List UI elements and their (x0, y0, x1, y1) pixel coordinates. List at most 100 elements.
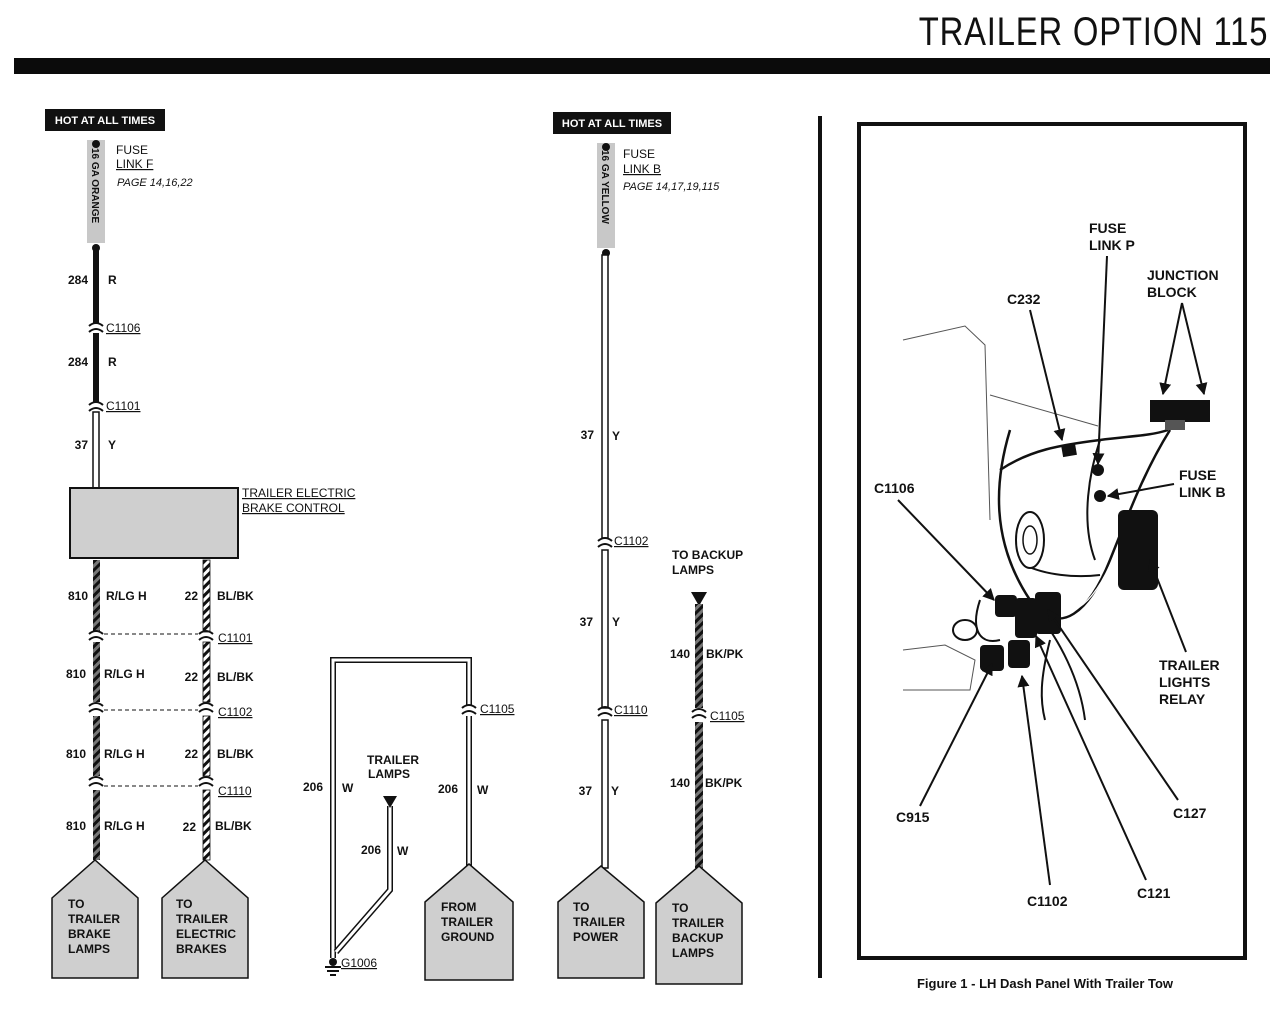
svg-text:37: 37 (75, 438, 89, 452)
svg-text:PAGE 14,16,22: PAGE 14,16,22 (117, 177, 193, 189)
svg-text:TO BACKUP: TO BACKUP (672, 548, 743, 562)
svg-text:GROUND: GROUND (441, 930, 495, 944)
svg-text:C1102: C1102 (614, 534, 649, 548)
dest-trailer-brake-lamps: TO TRAILER BRAKE LAMPS (51, 858, 139, 979)
svg-text:C232: C232 (1007, 291, 1041, 307)
svg-text:TO: TO (573, 900, 589, 914)
figure-caption: Figure 1 - LH Dash Panel With Trailer To… (917, 976, 1174, 991)
svg-text:HOT AT ALL TIMES: HOT AT ALL TIMES (562, 118, 662, 130)
svg-text:LAMPS: LAMPS (672, 563, 714, 577)
svg-text:LINK B: LINK B (623, 162, 661, 176)
svg-text:22: 22 (185, 589, 199, 603)
svg-text:R/LG H: R/LG H (104, 747, 145, 761)
section-divider (818, 116, 822, 978)
svg-text:810: 810 (66, 819, 86, 833)
fuse-link-f: 16 GA ORANGE FUSE LINK F PAGE 14,16,22 (87, 140, 193, 252)
svg-text:C1105: C1105 (480, 702, 515, 716)
ground-loop-wire (330, 657, 472, 958)
svg-text:Y: Y (108, 438, 116, 452)
svg-text:206: 206 (438, 782, 458, 796)
svg-text:C1110: C1110 (614, 703, 648, 717)
svg-text:BRAKES: BRAKES (176, 942, 227, 956)
svg-text:FUSE: FUSE (1089, 220, 1126, 236)
svg-text:LINK B: LINK B (1179, 484, 1226, 500)
wire-140 (695, 604, 703, 868)
svg-text:FUSE: FUSE (623, 147, 655, 161)
svg-text:R: R (108, 355, 117, 369)
connector-c1105-backup: C1105 (691, 708, 745, 723)
svg-text:BRAKE: BRAKE (68, 927, 111, 941)
svg-text:C1101: C1101 (218, 631, 253, 645)
page-title: TRAILER OPTION 115 (918, 10, 1268, 54)
svg-text:206: 206 (361, 843, 381, 857)
svg-text:810: 810 (68, 589, 88, 603)
svg-text:TRAILER: TRAILER (672, 916, 724, 930)
connector-c1101-lower: C1101 (88, 630, 253, 645)
figure-callouts: FUSE LINK P JUNCTION BLOCK C232 FUSE LIN… (874, 220, 1226, 909)
svg-text:POWER: POWER (573, 930, 619, 944)
svg-text:LAMPS: LAMPS (672, 946, 714, 960)
svg-text:LINK P: LINK P (1089, 237, 1135, 253)
svg-text:LINK F: LINK F (116, 157, 153, 171)
svg-text:TRAILER: TRAILER (68, 912, 120, 926)
svg-text:37: 37 (581, 428, 595, 442)
hot-badge-right: HOT AT ALL TIMES (553, 112, 671, 134)
dest-trailer-power: TO TRAILER POWER (557, 865, 645, 979)
svg-text:BK/PK: BK/PK (705, 776, 743, 790)
svg-text:140: 140 (670, 647, 690, 661)
svg-text:W: W (397, 844, 409, 858)
svg-text:TRAILER ELECTRIC: TRAILER ELECTRIC (242, 486, 356, 500)
connector-c1110-left: C1110 (88, 776, 252, 798)
connector-c1105-ground: C1105 (461, 702, 515, 716)
svg-text:Y: Y (612, 615, 620, 629)
svg-text:FUSE: FUSE (116, 143, 148, 157)
connector-c1102-left: C1102 (88, 702, 253, 719)
svg-text:BL/BK: BL/BK (217, 589, 254, 603)
backup-lamps-arrow: TO BACKUP LAMPS (672, 548, 743, 606)
svg-text:BRAKE CONTROL: BRAKE CONTROL (242, 501, 345, 515)
svg-text:R/LG H: R/LG H (104, 819, 145, 833)
svg-text:JUNCTION: JUNCTION (1147, 267, 1219, 283)
svg-text:TO: TO (176, 897, 192, 911)
trailer-brake-control-box: TRAILER ELECTRIC BRAKE CONTROL (69, 486, 356, 559)
svg-text:Y: Y (612, 429, 620, 443)
svg-text:TRAILER: TRAILER (573, 915, 625, 929)
svg-text:R: R (108, 273, 117, 287)
svg-text:PAGE 14,17,19,115: PAGE 14,17,19,115 (623, 181, 720, 193)
svg-text:810: 810 (66, 667, 86, 681)
fuse-link-b: 16 GA YELLOW FUSE LINK B PAGE 14,17,19,1… (597, 143, 720, 257)
dest-trailer-backup-lamps: TO TRAILER BACKUP LAMPS (655, 865, 743, 985)
svg-text:Y: Y (611, 784, 619, 798)
svg-text:TRAILER: TRAILER (176, 912, 228, 926)
wire-37-yellow (601, 254, 609, 869)
svg-text:22: 22 (183, 820, 197, 834)
svg-text:BL/BK: BL/BK (217, 670, 254, 684)
wire-810 (93, 560, 100, 860)
svg-text:C1105: C1105 (710, 709, 745, 723)
dash-panel-illustration (902, 325, 1210, 721)
svg-text:22: 22 (185, 747, 199, 761)
svg-text:R/LG H: R/LG H (106, 589, 147, 603)
svg-text:W: W (477, 783, 489, 797)
trailer-lamps-arrow: TRAILER LAMPS (367, 753, 419, 808)
svg-text:TRAILER: TRAILER (367, 753, 419, 767)
svg-text:140: 140 (670, 776, 690, 790)
connector-c1106: C1106 (88, 321, 141, 335)
svg-text:TO: TO (68, 897, 84, 911)
connector-c1101-top: C1101 (88, 399, 141, 413)
svg-text:810: 810 (66, 747, 86, 761)
svg-text:C1106: C1106 (874, 480, 915, 496)
dest-from-trailer-ground: FROM TRAILER GROUND (424, 863, 514, 981)
svg-text:LAMPS: LAMPS (68, 942, 110, 956)
svg-text:284: 284 (68, 273, 88, 287)
svg-text:W: W (342, 781, 354, 795)
svg-text:BL/BK: BL/BK (215, 819, 252, 833)
svg-text:C121: C121 (1137, 885, 1171, 901)
svg-text:C1110: C1110 (218, 784, 252, 798)
svg-text:C127: C127 (1173, 805, 1207, 821)
svg-text:22: 22 (185, 670, 199, 684)
svg-text:TRAILER: TRAILER (1159, 657, 1220, 673)
svg-text:C1101: C1101 (106, 399, 141, 413)
svg-text:C915: C915 (896, 809, 930, 825)
